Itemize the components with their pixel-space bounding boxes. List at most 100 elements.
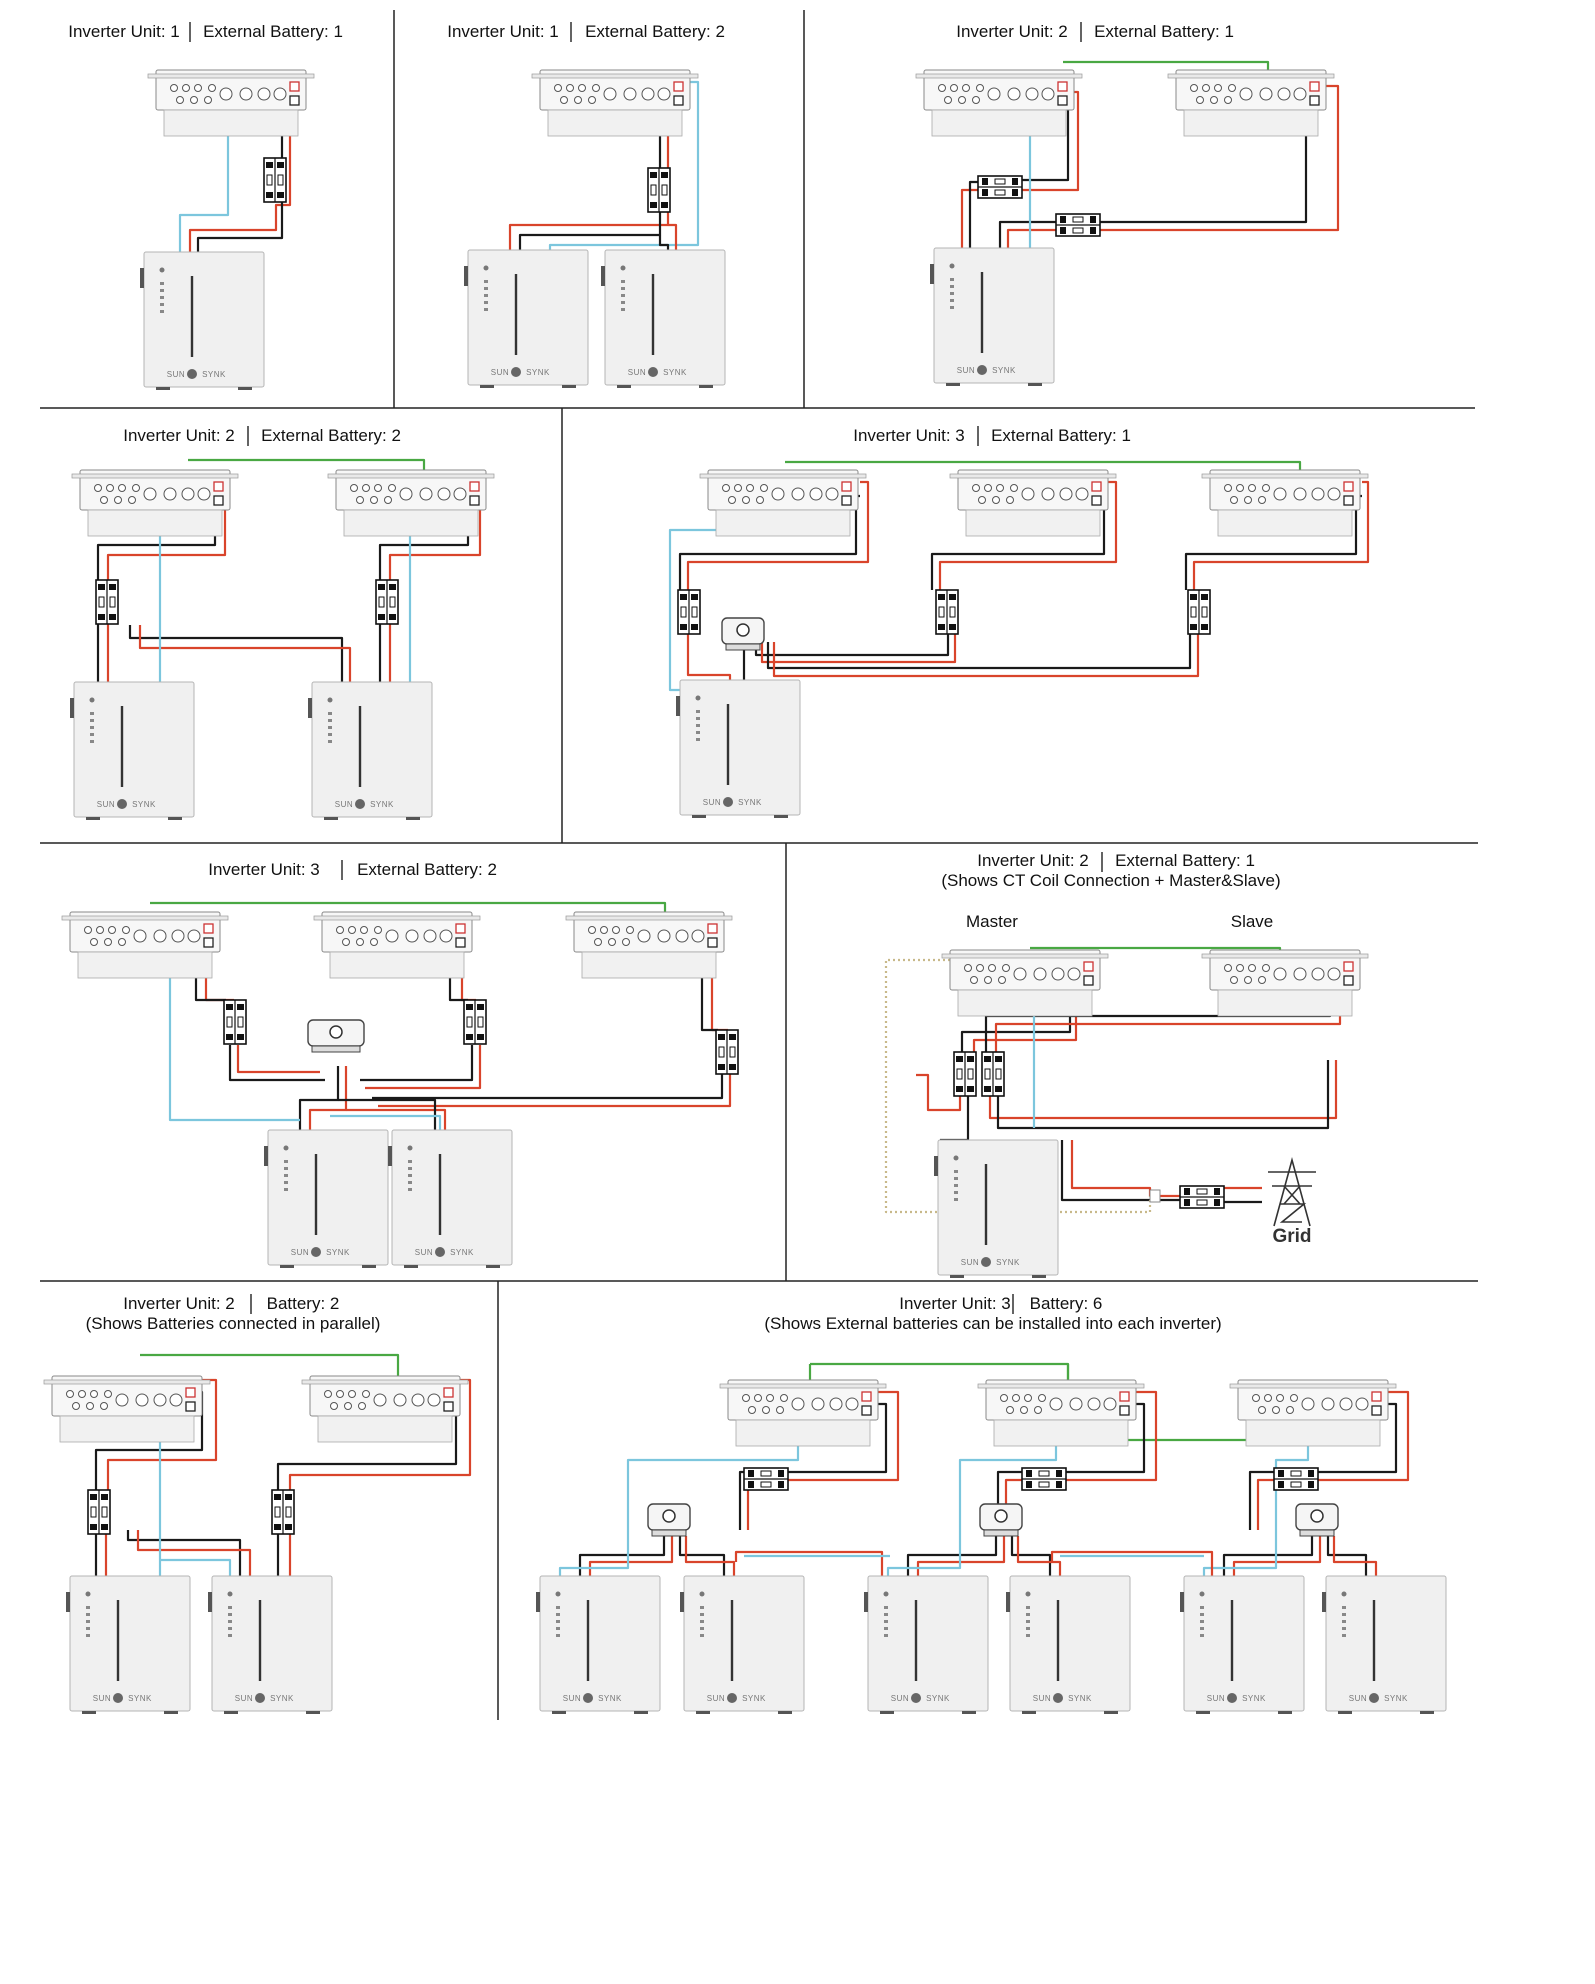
breaker-terminal bbox=[995, 1086, 1002, 1092]
battery-positive-terminal bbox=[289, 81, 300, 92]
breaker-terminal bbox=[748, 1481, 754, 1488]
inverter-port bbox=[106, 484, 114, 492]
breaker-switch bbox=[994, 189, 1006, 196]
brand-left: SUN bbox=[957, 366, 975, 375]
inverter-port bbox=[1012, 1394, 1020, 1402]
battery-handle bbox=[1322, 1592, 1326, 1612]
status-led bbox=[284, 1167, 288, 1170]
inverter-port bbox=[273, 87, 287, 101]
battery-negative-terminal bbox=[289, 95, 300, 106]
power-button-icon bbox=[85, 1591, 91, 1597]
breaker-terminal bbox=[109, 614, 116, 620]
inverter-port bbox=[423, 929, 437, 943]
battery-foot bbox=[306, 1711, 320, 1714]
sunsynk-logo-icon bbox=[583, 1693, 593, 1703]
breaker-terminal bbox=[984, 1056, 991, 1062]
breaker-switch bbox=[680, 606, 687, 618]
status-led bbox=[86, 1606, 90, 1609]
battery-negative-terminal bbox=[1119, 1405, 1130, 1416]
inverter-mount-rail bbox=[699, 473, 867, 479]
status-led bbox=[160, 296, 164, 299]
battery-handle bbox=[1006, 1592, 1010, 1612]
inverter-unit bbox=[1201, 469, 1369, 537]
inverter-port bbox=[809, 487, 823, 501]
battery-count-label: External Battery: 2 bbox=[585, 22, 725, 41]
status-led bbox=[696, 724, 700, 727]
inverter-port bbox=[748, 1406, 756, 1414]
battery-foot bbox=[634, 1711, 648, 1714]
inverter-port bbox=[118, 484, 126, 492]
brand-right: SYNK bbox=[128, 1694, 152, 1703]
status-led bbox=[954, 1198, 958, 1201]
inverter-count-label: Inverter Unit: 2 bbox=[123, 1294, 235, 1313]
inverter-port bbox=[1258, 496, 1266, 504]
inverter-port bbox=[637, 929, 651, 943]
inverter-port bbox=[94, 484, 102, 492]
power-button-icon bbox=[1025, 1591, 1031, 1597]
negative-cable bbox=[658, 235, 670, 252]
negative-cable bbox=[1248, 1402, 1398, 1530]
panel-p5-title: Inverter Unit: 3 External Battery: 1 bbox=[853, 426, 1131, 446]
inverter-body bbox=[1217, 989, 1353, 1017]
brand-right: SYNK bbox=[202, 370, 226, 379]
status-led bbox=[950, 299, 954, 302]
breaker-terminal bbox=[1201, 594, 1208, 600]
inverter-port bbox=[938, 84, 946, 92]
inverter-port bbox=[1067, 967, 1081, 981]
hub-terminal-strip bbox=[651, 1529, 687, 1537]
breaker-terminal bbox=[1278, 1470, 1284, 1477]
battery-negative-terminal bbox=[203, 937, 214, 948]
inverter-port bbox=[992, 496, 1000, 504]
battery-negative-terminal bbox=[1371, 1405, 1382, 1416]
breaker-terminal bbox=[90, 1494, 97, 1500]
battery-count-label: Battery: 2 bbox=[267, 1294, 340, 1313]
inverter-port bbox=[204, 96, 212, 104]
brand-left: SUN bbox=[491, 368, 509, 377]
battery-negative-terminal bbox=[185, 1401, 196, 1412]
status-led bbox=[1026, 1620, 1030, 1623]
inverter-port bbox=[972, 96, 980, 104]
panel-p3-title: Inverter Unit: 2 External Battery: 1 bbox=[956, 22, 1234, 42]
inverter-unit bbox=[71, 469, 239, 537]
breaker-terminal bbox=[466, 1034, 473, 1040]
breaker-terminal bbox=[1308, 1481, 1314, 1488]
inverter-mount-rail bbox=[147, 73, 315, 79]
inverter-port bbox=[1311, 967, 1325, 981]
breaker-switch bbox=[266, 174, 273, 186]
status-led bbox=[484, 308, 488, 311]
inverter-port bbox=[603, 87, 617, 101]
inverter-port bbox=[998, 976, 1006, 984]
inverter-port bbox=[1286, 1406, 1294, 1414]
inverter-port bbox=[388, 484, 396, 492]
inverter-port bbox=[722, 484, 730, 492]
status-led bbox=[160, 310, 164, 313]
inverter-port bbox=[762, 1406, 770, 1414]
inverter-port bbox=[384, 496, 392, 504]
brand-left: SUN bbox=[291, 1248, 309, 1257]
breaker-terminal bbox=[1056, 1470, 1062, 1477]
inverter-port bbox=[1258, 1406, 1266, 1414]
inverter-unit bbox=[61, 911, 229, 979]
status-led bbox=[328, 740, 332, 743]
breaker-terminal bbox=[949, 624, 956, 630]
status-led bbox=[484, 280, 488, 283]
inverter-port bbox=[1202, 84, 1210, 92]
status-led bbox=[950, 285, 954, 288]
inverter-port bbox=[1190, 84, 1198, 92]
power-button-icon bbox=[695, 695, 701, 701]
inverter-mount-rail bbox=[565, 915, 733, 921]
dc-breaker bbox=[223, 999, 247, 1045]
battery-positive-terminal bbox=[203, 923, 214, 934]
inverter-port bbox=[622, 938, 630, 946]
breaker-terminal bbox=[378, 614, 385, 620]
battery-positive-terminal bbox=[443, 1387, 454, 1398]
inverter-port bbox=[987, 87, 1001, 101]
inverter-port bbox=[115, 1393, 129, 1407]
inverter-mount-rail bbox=[1167, 73, 1335, 79]
battery-negative-terminal bbox=[1057, 95, 1068, 106]
positive-cable bbox=[760, 634, 957, 664]
breaker-terminal bbox=[477, 1004, 484, 1010]
inverter-port bbox=[978, 496, 986, 504]
breaker-terminal bbox=[691, 594, 698, 600]
inverter-port bbox=[594, 938, 602, 946]
